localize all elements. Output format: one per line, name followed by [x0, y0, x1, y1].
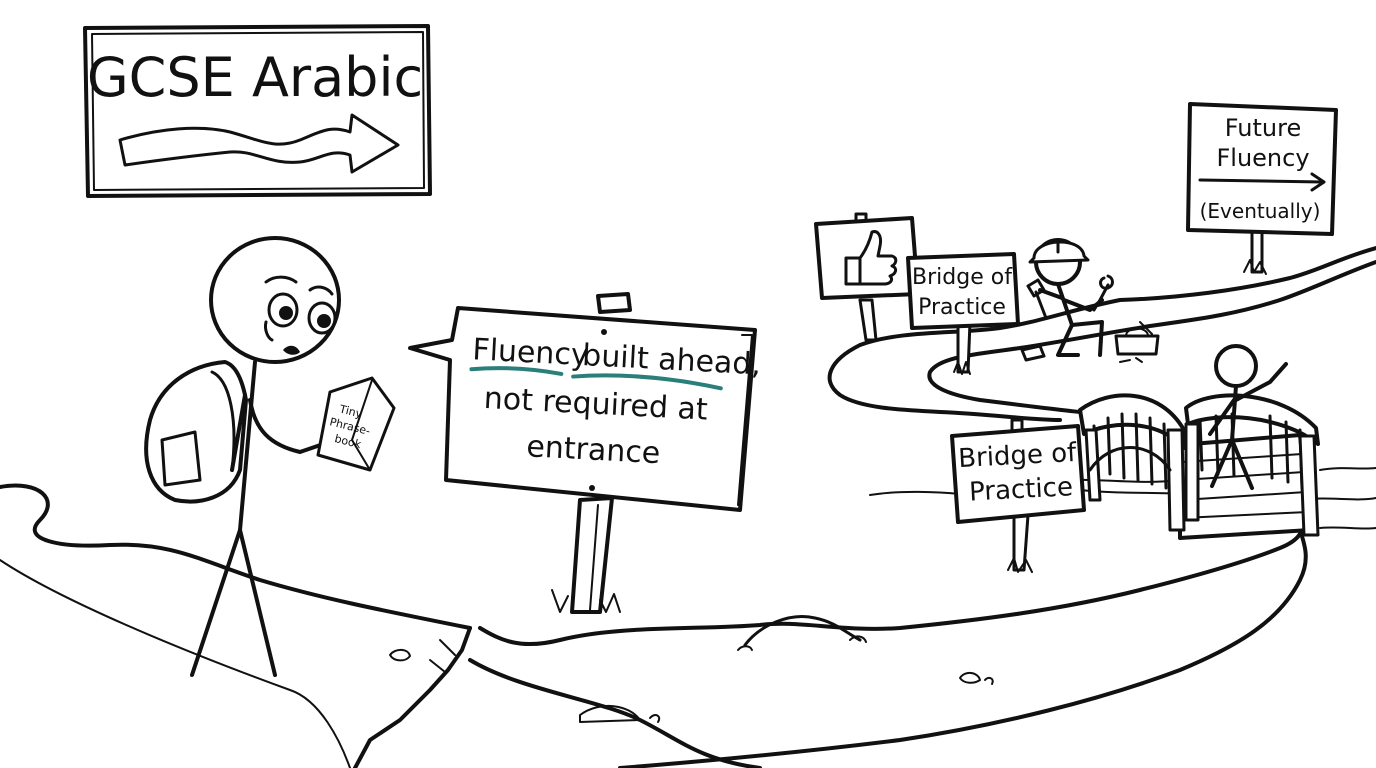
right-arrow-icon — [1198, 172, 1326, 192]
title-sign-text: GCSE Arabic — [87, 46, 423, 109]
ground-main-path — [389, 518, 1308, 768]
thumbs-up-icon — [844, 230, 898, 286]
wavy-arrow-icon — [118, 113, 400, 174]
title-sign: GCSE Arabic — [83, 24, 432, 198]
bridge-sign-small-line2: Practice — [918, 295, 1006, 320]
phrasebook: Tiny Phrase- book — [316, 376, 396, 472]
hammer-icon — [1026, 278, 1048, 320]
ground-left-cliff — [0, 483, 472, 768]
brick-icon — [1020, 344, 1046, 362]
worker-figure — [1020, 238, 1160, 363]
phrasebook-line1: Tiny — [337, 402, 364, 421]
wooden-bridge — [1078, 393, 1320, 540]
future-sign-line2: Fluency — [1216, 144, 1309, 172]
future-sign: Future Fluency (Eventually) — [1186, 102, 1338, 275]
underline-accent-1 — [469, 366, 564, 376]
waving-figure — [1208, 344, 1288, 490]
speech-sign: Fluency built ahead, not required at ent… — [408, 292, 762, 614]
toolbox-icon — [1114, 334, 1160, 356]
phrasebook-line3: book — [333, 432, 363, 451]
future-sign-line3: (Eventually) — [1200, 199, 1321, 223]
bridge-sign-large-line1: Bridge of — [958, 438, 1078, 474]
wrench-icon — [1092, 274, 1114, 312]
bridge-sign-large: Bridge of Practice — [950, 418, 1086, 573]
underline-accent-2 — [571, 373, 723, 391]
student-figure — [144, 236, 341, 677]
thumbs-up-sign — [814, 212, 920, 342]
speech-line3: entrance — [526, 429, 662, 471]
bridge-sign-large-line2: Practice — [968, 472, 1073, 507]
bridge-sign-small-line1: Bridge of — [912, 265, 1013, 290]
bridge-sign-small: Bridge of Practice — [906, 252, 1020, 375]
future-sign-line1: Future — [1225, 114, 1301, 142]
